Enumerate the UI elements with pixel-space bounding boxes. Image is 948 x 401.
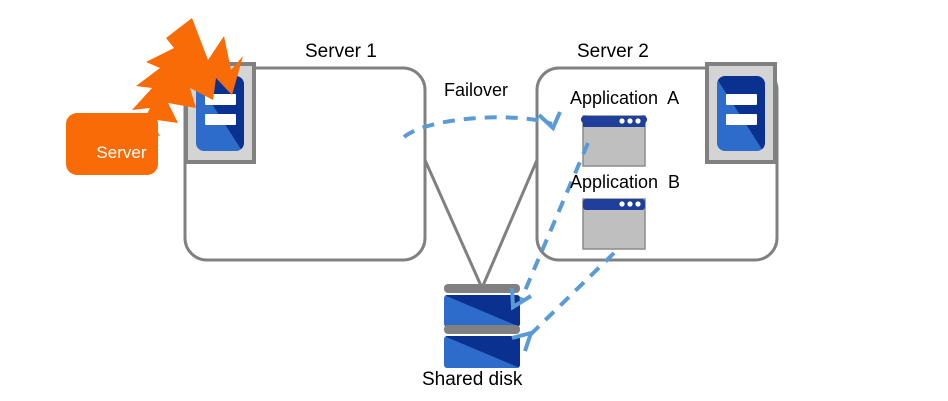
shared-disk-label: Shared disk [422, 369, 523, 390]
app-a-disk-arrow [510, 142, 590, 311]
lightning-burst-icon [132, 18, 243, 136]
server-icon [705, 62, 777, 164]
server2-disk-link [480, 159, 539, 289]
failover-label: Failover [444, 80, 509, 100]
application-b-label: Application B [570, 172, 681, 192]
server-down-badge [66, 113, 158, 175]
disk-stack-icon [444, 284, 520, 368]
application-a-label: Application A [570, 88, 680, 108]
server2-title: Server 2 [577, 41, 649, 62]
app-window-icon [582, 198, 646, 250]
app-window-icon [580, 115, 648, 167]
app-b-disk-arrow [511, 251, 616, 352]
server-down-line2: down [101, 185, 142, 205]
failover-arrow [402, 111, 562, 139]
server1-title: Server 1 [305, 41, 377, 62]
server-down-line1: Server [96, 143, 147, 163]
server-down-badge-text: Server down [66, 121, 158, 227]
server1-disk-link [423, 159, 484, 289]
